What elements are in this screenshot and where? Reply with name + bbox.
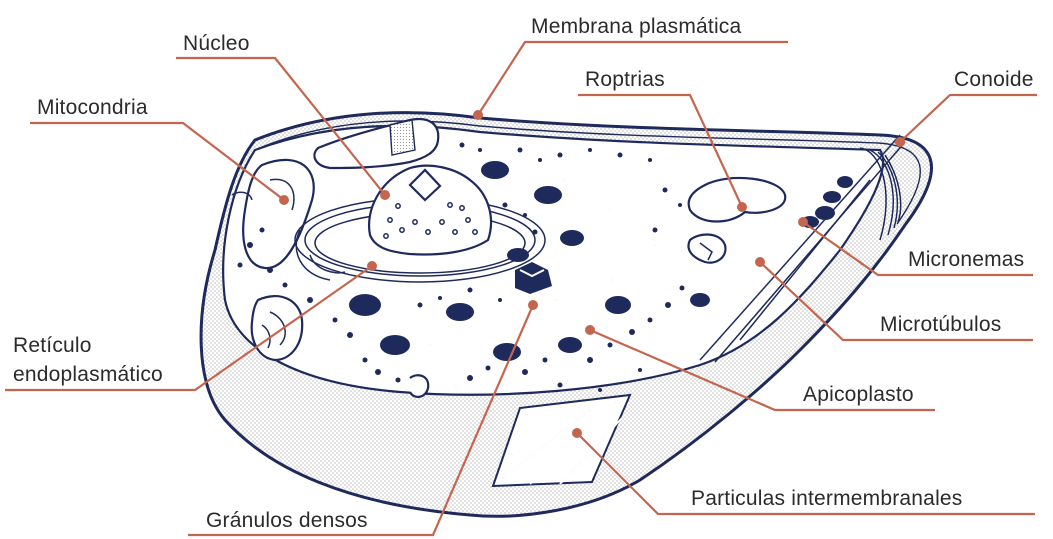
micronema-2 [823,191,841,203]
label-apicoplasto: Apicoplasto [803,383,914,406]
label-mitocondria: Mitocondria [37,96,148,119]
label-microtubulos: Microtúbulos [880,313,1001,336]
label-conoide: Conoide [954,68,1034,91]
label-nucleo: Núcleo [183,32,250,55]
label-roptrias: Roptrias [585,68,665,91]
label-reticulo-line2: endoplasmático [13,363,163,386]
label-granulos-densos: Gránulos densos [206,509,368,532]
micronema-1 [837,176,853,188]
label-reticulo-line1: Retículo [13,334,92,357]
label-membrana-plasmatica: Membrana plasmática [531,15,742,38]
label-particulas-intermembranales: Particulas intermembranales [691,487,963,510]
micronema-3 [815,206,835,220]
label-micronemas: Micronemas [908,248,1024,271]
